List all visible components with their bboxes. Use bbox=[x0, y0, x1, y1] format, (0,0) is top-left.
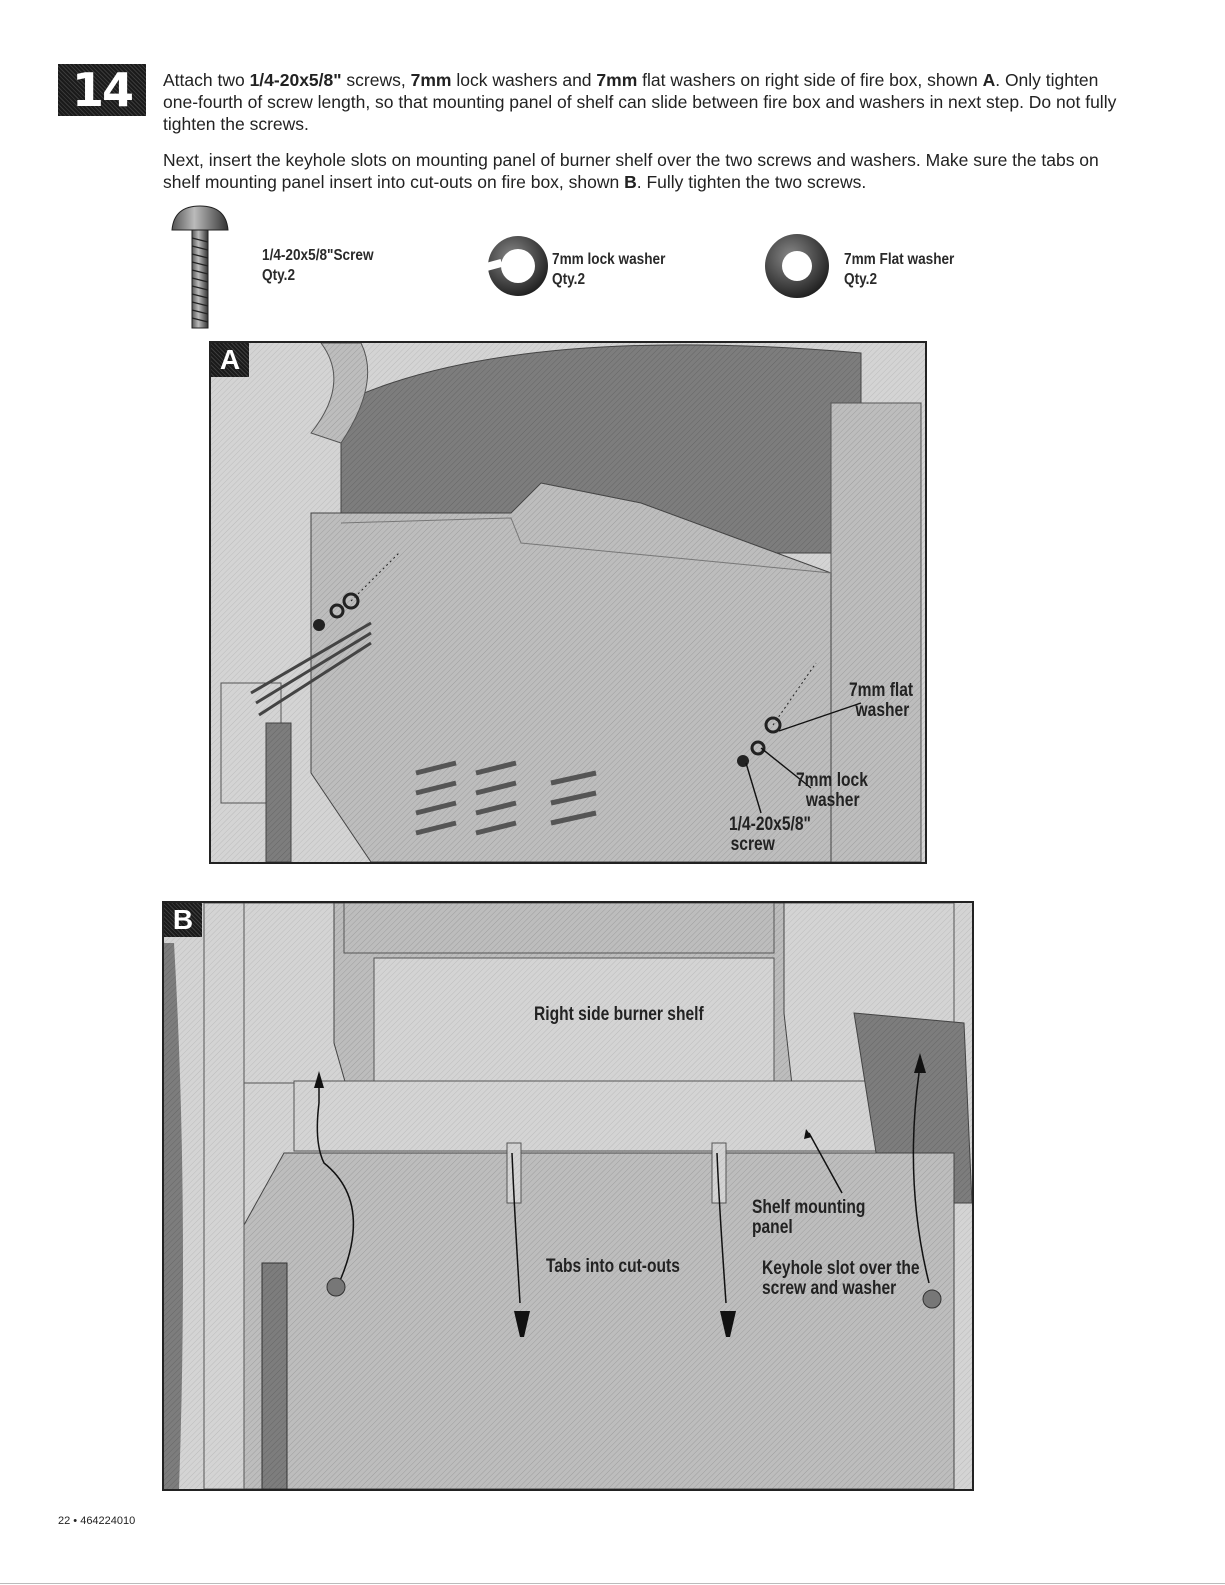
part-name: 7mm Flat washer bbox=[844, 251, 955, 268]
figure-b-panel: B bbox=[162, 901, 974, 1491]
part-label-lock-washer: 7mm lock washer Qty.2 bbox=[552, 250, 665, 290]
instruction-bold: 7mm bbox=[596, 70, 638, 90]
instruction-text: Next, insert the keyhole slots on mounti… bbox=[163, 150, 1099, 192]
figure-a-tag: A bbox=[211, 343, 249, 377]
callout-line: 7mm flat bbox=[849, 680, 914, 701]
callout-keyhole-slot: Keyhole slot over the screw and washer bbox=[762, 1259, 920, 1299]
callout-line: 7mm lock bbox=[796, 770, 868, 791]
instruction-paragraph-1: Attach two 1/4-20x5/8" screws, 7mm lock … bbox=[163, 69, 1133, 135]
callout-right-side-burner-shelf: Right side burner shelf bbox=[534, 1004, 704, 1025]
figure-a-left-hardware bbox=[313, 552, 400, 631]
parts-list: 1/4-20x5/8"Screw Qty.2 7mm lock washer Q… bbox=[170, 204, 1070, 334]
lock-washer-icon bbox=[479, 236, 548, 296]
part-qty: Qty.2 bbox=[552, 271, 586, 288]
callout-line: 1/4-20x5/8" bbox=[729, 814, 811, 835]
instruction-text: lock washers and bbox=[451, 70, 597, 90]
instruction-bold: 7mm bbox=[410, 70, 452, 90]
instruction-text: . Only tighten one-fourth of screw lengt… bbox=[163, 70, 1117, 134]
part-name: 1/4-20x5/8"Screw bbox=[262, 247, 374, 264]
page-footer: 22 • 464224010 bbox=[58, 1515, 136, 1527]
part-qty: Qty.2 bbox=[844, 271, 878, 288]
callout-screw: 1/4-20x5/8" screw bbox=[729, 815, 811, 855]
callout-tabs-into-cut-outs: Tabs into cut-outs bbox=[546, 1256, 680, 1277]
figure-b-illustration bbox=[164, 903, 972, 1489]
figure-b-tag: B bbox=[164, 903, 202, 937]
instruction-text: flat washers on right side of fire box, … bbox=[637, 70, 983, 90]
instruction-paragraph-2: Next, insert the keyhole slots on mounti… bbox=[163, 149, 1133, 193]
callout-line: Keyhole slot over the bbox=[762, 1258, 920, 1279]
callout-line: screw bbox=[730, 834, 775, 855]
instruction-bold: B bbox=[624, 172, 637, 192]
screw-icon bbox=[171, 205, 229, 329]
callout-line: washer bbox=[805, 790, 860, 811]
callout-line: Shelf mounting bbox=[752, 1197, 866, 1218]
figure-a-illustration bbox=[211, 343, 925, 862]
figure-a-panel: A bbox=[209, 341, 927, 864]
callout-line: panel bbox=[752, 1217, 793, 1238]
step-number-badge: 14 bbox=[58, 64, 146, 116]
callout-shelf-mounting-panel: Shelf mounting panel bbox=[752, 1198, 865, 1238]
instruction-text: Attach two bbox=[163, 70, 250, 90]
part-qty: Qty.2 bbox=[262, 267, 296, 284]
part-label-flat-washer: 7mm Flat washer Qty.2 bbox=[844, 250, 954, 290]
instruction-text: screws, bbox=[341, 70, 411, 90]
flat-washer-icon bbox=[765, 234, 829, 298]
part-name: 7mm lock washer bbox=[552, 251, 666, 268]
callout-flat-washer: 7mm flat washer bbox=[849, 681, 913, 721]
part-label-screw: 1/4-20x5/8"Screw Qty.2 bbox=[262, 246, 374, 286]
bottom-rule bbox=[0, 1583, 1225, 1584]
instruction-text: . Fully tighten the two screws. bbox=[636, 172, 867, 192]
callout-lock-washer: 7mm lock washer bbox=[796, 771, 868, 811]
instruction-bold: A bbox=[982, 70, 996, 90]
callout-line: washer bbox=[855, 700, 910, 721]
callout-line: screw and washer bbox=[762, 1278, 897, 1299]
parts-illustrations bbox=[171, 205, 829, 329]
instruction-bold: 1/4-20x5/8" bbox=[249, 70, 342, 90]
